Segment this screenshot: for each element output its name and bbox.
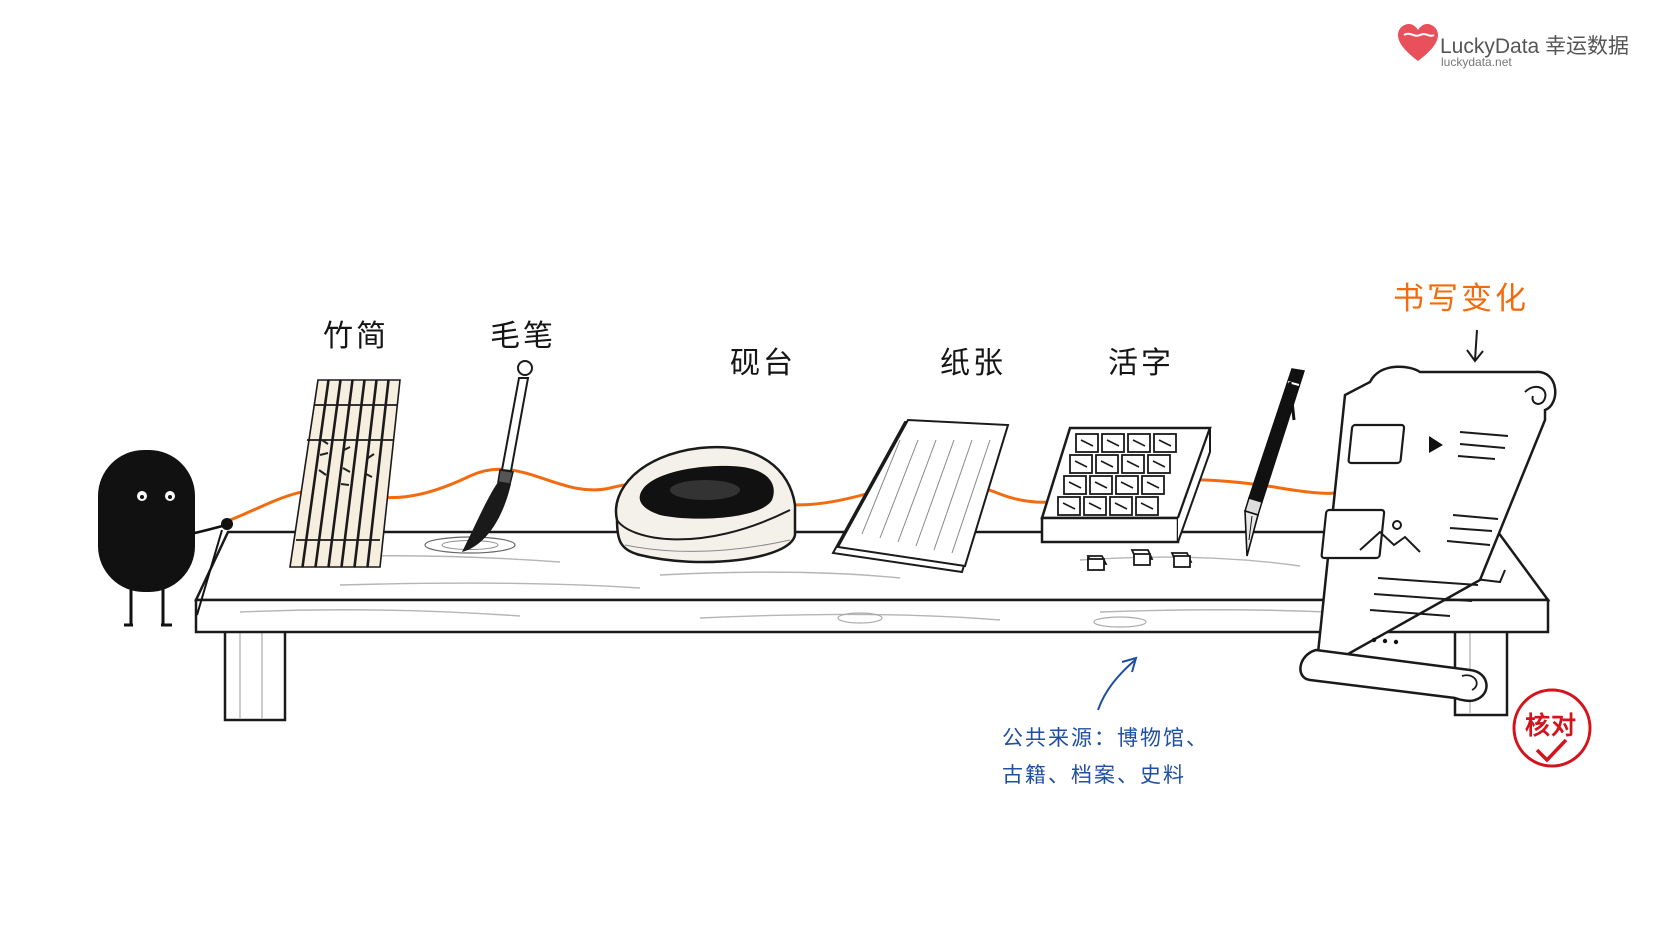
blue-up-arrow-icon: [1097, 656, 1138, 711]
item-label-inkstone: 砚台: [730, 346, 796, 381]
source-note-line-2: 古籍、档案、史料: [1002, 763, 1186, 787]
verification-stamp: [1512, 688, 1592, 768]
source-note: 公共来源：博物馆、 古籍、档案、史料: [1002, 720, 1209, 794]
black-character-icon: [98, 450, 233, 627]
bamboo-slips-icon: [289, 379, 401, 568]
scroll-label: 书写变化: [1393, 281, 1529, 317]
stamp-label: 核对: [1524, 711, 1577, 740]
item-label-bamboo: 竹简: [323, 319, 389, 354]
item-label-brush: 毛笔: [490, 319, 556, 354]
brand-name: LuckyData 幸运数据: [1440, 35, 1630, 58]
brush-icon: [424, 360, 533, 554]
item-label-movable-type: 活字: [1108, 346, 1174, 381]
source-note-line-1: 公共来源：博物馆、: [1002, 726, 1209, 750]
digital-scroll-icon: [1299, 365, 1557, 703]
down-arrow-icon: [1466, 329, 1484, 363]
item-label-paper: 纸张: [940, 346, 1006, 381]
luckydata-logo-icon: [1398, 24, 1438, 61]
paper-icon: [831, 418, 1010, 574]
inkstone-icon: [614, 445, 797, 564]
brand-url: luckydata.net: [1441, 55, 1512, 69]
movable-type-icon: [1040, 426, 1212, 571]
fountain-pen-icon: [1244, 368, 1305, 557]
